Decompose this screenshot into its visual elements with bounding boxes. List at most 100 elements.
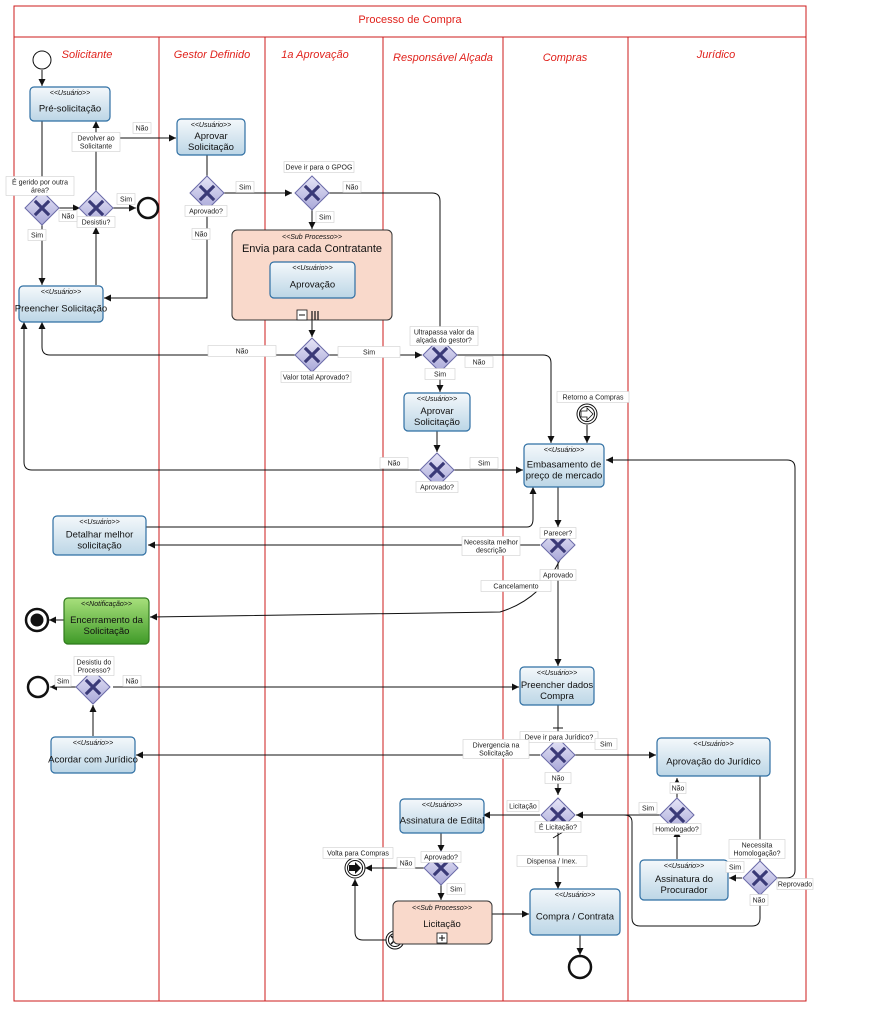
flow-label-text: Valor total Aprovado? [283,375,350,382]
lane-title-compras: Compras [543,52,588,64]
flow-label: Cancelamento [480,580,552,592]
flow-label-text: Sim [478,461,490,468]
flow-label-text: É gerido por outra [12,178,68,187]
collapse-icon [296,309,308,321]
subprocess-title: Licitação [423,919,461,930]
multi-instance-icon [311,311,319,320]
flow-label: Sim [315,211,335,223]
task-label: Assinatura de Edital [400,816,485,827]
task-label: Assinatura do [655,874,713,885]
flow-label-text: Não [672,786,685,793]
flow-label: Não [464,356,494,368]
flow-label: Volta para Compras [322,847,394,859]
task-label: Pré-solicitação [39,104,101,115]
task-encerramento-solicitacao[interactable]: <<Notificação>>Encerramento daSolicitaçã… [63,597,150,645]
subprocess-stereotype: <<Sub Processo>> [282,234,342,241]
end-event-compra [567,954,593,980]
flow-label-text: Não [62,214,75,221]
flow-label-text: Divergencia na [473,743,520,750]
exclusive-x-icon [33,199,51,217]
flow-label: Sim [235,181,255,193]
exclusive-x-icon [549,746,567,764]
task-label: Compra [540,691,575,702]
gateway-valor-total[interactable] [294,337,330,373]
flow-label-text: Não [552,776,565,783]
flow-label: Valor total Aprovado? [280,371,352,383]
flow-label: Não [396,857,416,869]
task-pre-solicitacao[interactable]: <<Usuário>>Pré-solicitação [29,86,111,122]
flow-label-text: Reprovado [778,882,812,889]
flow-label-text: área? [31,188,49,195]
lane-title-juridico: Jurídico [696,49,736,61]
gateway-desistiu-processo[interactable] [75,669,111,705]
task-label: Preencher dados [521,680,594,691]
gateway-aprovado-gestor[interactable] [189,175,225,211]
flow-label-text: Licitação [509,804,537,811]
flow-label-text: alçada do gestor? [416,338,472,345]
gateway-deve-ir-gpog[interactable] [294,175,330,211]
task-label: Embasamento de [527,460,601,471]
flow-label: Licitação [506,800,540,812]
flow-label-text: Sim [434,372,446,379]
gateway-gerido-outra-area[interactable] [24,190,60,226]
flow-label: Não [379,457,409,469]
task-assinatura-edital[interactable]: <<Usuário>>Assinatura de Edital [399,798,485,834]
task-label: Solicitação [84,626,130,637]
task-preencher-solicitacao[interactable]: <<Usuário>>Preencher Solicitação [15,285,107,323]
exclusive-x-icon [84,678,102,696]
flow-label-text: Devolver ao [77,136,114,143]
task-stereotype: <<Usuário>> [41,289,81,296]
flow-label-text: Sim [642,806,654,813]
flow-label-text: Sim [319,215,331,222]
flow-label-text: Dispensa / Inex. [527,859,577,866]
task-label: Solicitação [188,142,234,153]
flow-label-text: Sim [120,197,132,204]
task-stereotype: <<Usuário>> [79,519,119,526]
flow-label-text: Desistiu do [77,660,112,667]
task-aprovacao[interactable]: <<Usuário>>Aprovação [269,261,356,299]
exclusive-x-icon [431,346,449,364]
gateway-necessita-homologacao[interactable] [742,860,778,896]
task-label: Aprovar [194,131,227,142]
flow-label-text: Solicitante [80,144,112,151]
task-stereotype: <<Usuário>> [555,892,595,899]
flow-label-text: Sim [239,185,251,192]
gateway-deve-ir-juridico[interactable] [540,737,576,773]
exclusive-x-icon [303,184,321,202]
flow-label: Sim [638,802,658,814]
flow-label: Sim [27,229,47,241]
flow-label: Aprovado? [415,481,459,493]
flow-label-text: É Licitação? [539,823,577,832]
flow-label: Deve ir para o GPOG [283,161,355,173]
flow-label-text: Sim [363,350,375,357]
flow-label-text: Sim [31,233,43,240]
flow-label-text: Solicitação [479,751,513,758]
lane-title-aprovacao: 1a Aprovação [281,49,348,61]
gateway-aprovado-alcada[interactable] [419,452,455,488]
flow-label-text: Homologado? [655,827,699,834]
subprocess-licitacao[interactable]: <<Sub Processo>>Licitação [392,900,493,945]
flow-label: Sim [337,346,401,358]
task-compra-contrata[interactable]: <<Usuário>>Compra / Contrata [529,888,621,936]
flow-label: Não [669,782,687,794]
flow-label: Retorno a Compras [556,391,630,403]
task-aprovacao-juridico[interactable]: <<Usuário>>Aprovação do Jurídico [656,737,771,777]
exclusive-x-icon [549,806,567,824]
end-event-desistiu [136,196,160,220]
task-label: Acordar com Jurídico [48,755,138,766]
task-acordar-juridico[interactable]: <<Usuário>>Acordar com Jurídico [48,736,138,774]
flow-label-text: Volta para Compras [327,851,389,858]
task-stereotype: <<Notificação>> [81,601,132,608]
